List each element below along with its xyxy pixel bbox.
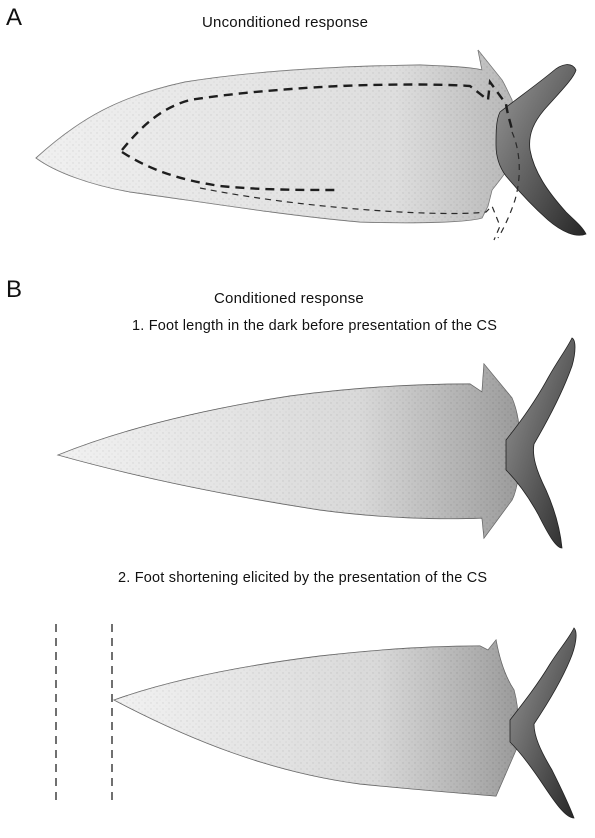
tentacles-b1	[506, 338, 575, 548]
head-tentacles	[496, 65, 586, 236]
tentacles-b2	[510, 628, 576, 818]
panel-a-figure	[36, 50, 586, 240]
panel-b2-figure	[56, 624, 576, 818]
panel-b1-figure	[58, 338, 575, 548]
